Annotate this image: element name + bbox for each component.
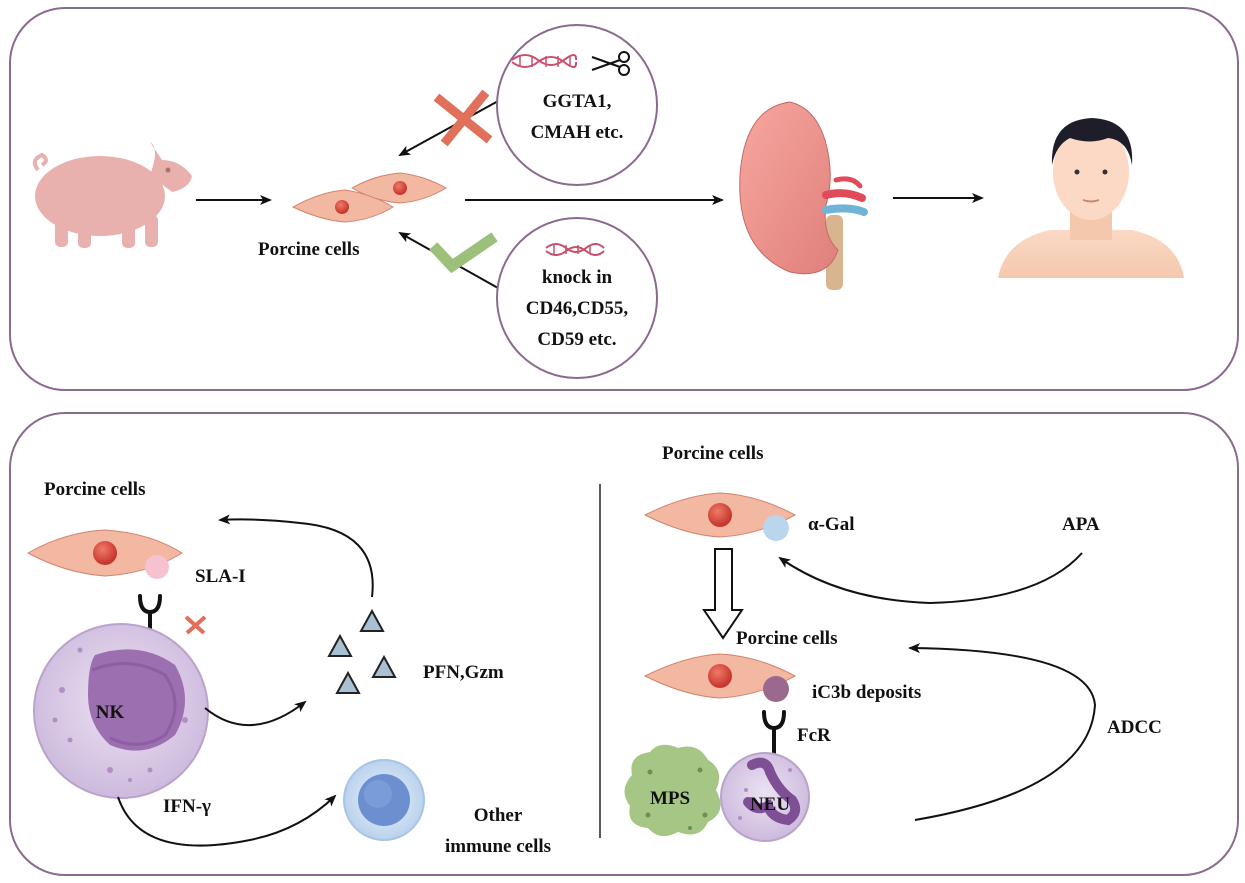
porcine-cells-top-icon <box>291 172 447 223</box>
mps-label: MPS <box>650 788 690 809</box>
knockin-line1: knock in <box>542 267 613 288</box>
apa-arrow <box>778 552 1083 605</box>
fcr-receptor-icon <box>762 710 786 757</box>
check-mark-icon <box>429 232 498 274</box>
neu-cell-icon <box>720 752 810 842</box>
complement-porcine-cells-mid-label: Porcine cells <box>736 628 837 649</box>
nk-label: NK <box>96 702 125 723</box>
dna-icon <box>511 54 578 68</box>
other-immune-cell-icon <box>343 759 425 841</box>
nk-to-pfn-arrow <box>204 700 307 727</box>
other-immune-label-1: Other <box>474 805 523 826</box>
human-icon <box>998 118 1184 278</box>
neu-label: NEU <box>750 794 790 815</box>
sla-i-molecule-icon <box>145 555 169 579</box>
bottom-panel-frame <box>9 412 1239 876</box>
ifn-gamma-label: IFN-γ <box>163 796 211 817</box>
ifn-gamma-arrow <box>117 794 337 847</box>
inhibition-cross-icon <box>184 615 207 635</box>
ic3b-deposit-icon <box>763 676 789 702</box>
porcine-cell-ic3b-icon <box>643 653 797 699</box>
porcine-cell-nk-icon <box>26 529 183 577</box>
porcine-cells-top-label: Porcine cells <box>258 239 359 260</box>
alpha-gal-epitope-icon <box>763 515 789 541</box>
pig-icon <box>32 142 192 248</box>
alpha-gal-label: α-Gal <box>808 514 855 535</box>
knockin-line2: CD46,CD55, <box>526 298 629 319</box>
porcine-cell-agal-icon <box>643 492 797 538</box>
knockout-arrow <box>398 99 501 156</box>
pfn-to-cell-arrow <box>218 514 374 598</box>
top-panel-frame <box>9 7 1239 391</box>
mps-cell-icon <box>624 744 721 837</box>
nk-cell-icon <box>33 623 209 799</box>
fcr-label: FcR <box>797 725 831 746</box>
scissors-icon <box>591 51 630 76</box>
complement-porcine-cells-top-label: Porcine cells <box>662 443 763 464</box>
adcc-arrow <box>908 643 1097 821</box>
nk-porcine-cells-label: Porcine cells <box>44 479 145 500</box>
dna-icon-2 <box>545 243 605 256</box>
pfn-gzm-label: PFN,Gzm <box>423 662 504 683</box>
knockin-line3: CD59 etc. <box>537 329 616 350</box>
ic3b-label: iC3b deposits <box>812 682 921 703</box>
cross-mark-icon <box>433 89 493 147</box>
apa-label: APA <box>1062 514 1100 535</box>
pfn-gzm-granules-icon <box>327 608 397 694</box>
knockout-line1: GGTA1, <box>543 91 612 112</box>
hollow-down-arrow <box>702 548 744 640</box>
adcc-label: ADCC <box>1107 717 1162 738</box>
other-immune-label-2: immune cells <box>445 836 551 857</box>
knockin-bubble <box>496 217 658 379</box>
kidney-icon <box>739 101 868 290</box>
knockout-line2: CMAH etc. <box>531 122 624 143</box>
sla-i-label: SLA-I <box>195 566 246 587</box>
